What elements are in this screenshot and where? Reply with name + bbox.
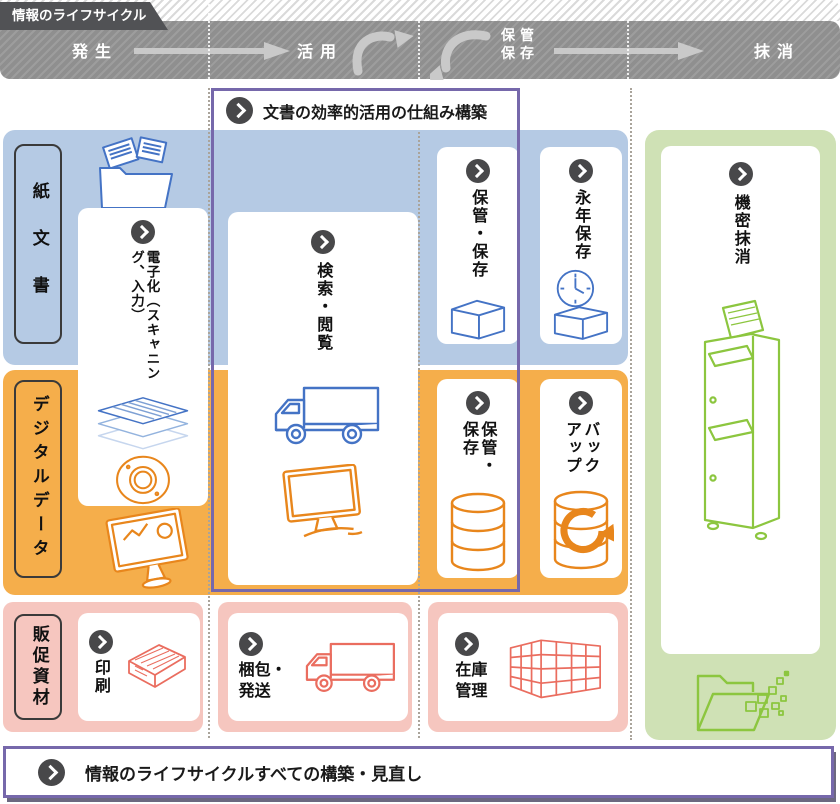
- chevron-circle-icon: [466, 391, 490, 415]
- card-label: 保管・保存: [460, 421, 498, 475]
- bottom-banner-text: 情報のライフサイクルすべての構築・見直し: [85, 764, 423, 785]
- cycle-arrow-left-icon: [430, 30, 491, 80]
- row-label-paper: 紙文書: [14, 144, 62, 344]
- card-label: 永年保存: [572, 189, 592, 261]
- card-label: 梱包・ 発送: [238, 660, 287, 700]
- card-secure-erase: 機密抹消: [661, 146, 820, 654]
- row-label-promo: 販促資材: [14, 614, 62, 720]
- warehouse-rack-icon: [509, 639, 601, 699]
- delivery-truck-icon: [274, 386, 380, 445]
- card-search-view: 検索・閲覧: [228, 212, 418, 585]
- folder-documents-icon: [99, 136, 173, 209]
- chevron-circle-icon: [226, 97, 253, 124]
- chevron-circle-icon: [238, 632, 263, 657]
- delivery-truck-icon: [306, 642, 396, 692]
- efficient-use-title: 文書の効率的活用の仕組み構築: [214, 91, 517, 130]
- column-divider: [418, 88, 420, 738]
- card-label: 機密抹消: [731, 194, 751, 266]
- card-label: 保管・保存: [469, 189, 489, 279]
- desktop-monitor-icon: [282, 464, 363, 538]
- card-label: 在庫 管理: [455, 660, 488, 700]
- efficient-use-frame: 文書の効率的活用の仕組み構築: [211, 88, 520, 592]
- row-label-digital: デジタルデータ: [14, 380, 62, 578]
- stage-use-label: 活用: [296, 42, 343, 61]
- card-store-digital: 保管・保存: [437, 379, 519, 578]
- card-label: 検索・閲覧: [314, 262, 334, 352]
- stage-origin-label: 発生: [71, 42, 118, 61]
- chevron-circle-icon: [466, 159, 490, 183]
- stage-erase-label: 抹消: [753, 42, 800, 61]
- chevron-circle-icon: [131, 220, 155, 244]
- storage-box-icon: [450, 299, 506, 340]
- chevron-circle-icon: [455, 632, 480, 657]
- arrow-right-icon: [134, 42, 290, 60]
- chevron-circle-icon: [311, 230, 335, 254]
- database-backup-icon: [553, 490, 614, 570]
- folder-shredding-icon: [696, 670, 790, 732]
- column-divider: [208, 4, 210, 79]
- header-stripe-band: [0, 0, 840, 21]
- database-icon: [450, 492, 506, 572]
- kiosk-display-icon: [105, 508, 189, 589]
- chevron-circle-icon: [569, 159, 593, 183]
- column-divider: [627, 21, 629, 79]
- card-store-paper: 保管・保存: [437, 147, 519, 344]
- paper-stack-icon: [128, 644, 187, 688]
- shredder-icon: [703, 299, 780, 541]
- chevron-circle-icon: [88, 629, 113, 654]
- bottom-banner: 情報のライフサイクルすべての構築・見直し: [3, 746, 834, 798]
- card-pack-ship: 梱包・ 発送: [228, 613, 408, 721]
- column-divider: [418, 21, 420, 79]
- chevron-circle-icon: [569, 391, 593, 415]
- layered-sheets-icon: [97, 396, 189, 450]
- card-backup: バックアップ: [540, 379, 622, 578]
- card-label: 印刷: [91, 658, 111, 695]
- arrow-right-icon: [554, 42, 704, 60]
- clock-storage-icon: [553, 269, 609, 340]
- card-label: 電子化（スキャニング、入力）: [128, 250, 160, 381]
- column-divider: [208, 88, 210, 738]
- chevron-circle-icon: [38, 758, 65, 786]
- card-digitize: 電子化（スキャニング、入力）: [78, 208, 208, 506]
- title-tab: 情報のライフサイクル: [0, 2, 168, 30]
- chevron-circle-icon: [728, 162, 753, 186]
- optical-disc-icon: [116, 455, 170, 505]
- column-divider: [630, 88, 632, 740]
- stage-storage-label: 保管 保存: [501, 28, 539, 63]
- card-inventory: 在庫 管理: [438, 613, 618, 721]
- card-label: バックアップ: [563, 421, 601, 475]
- cycle-arrow-right-icon: [352, 30, 414, 76]
- card-permanent-storage: 永年保存: [540, 147, 622, 344]
- card-print: 印刷: [78, 613, 200, 721]
